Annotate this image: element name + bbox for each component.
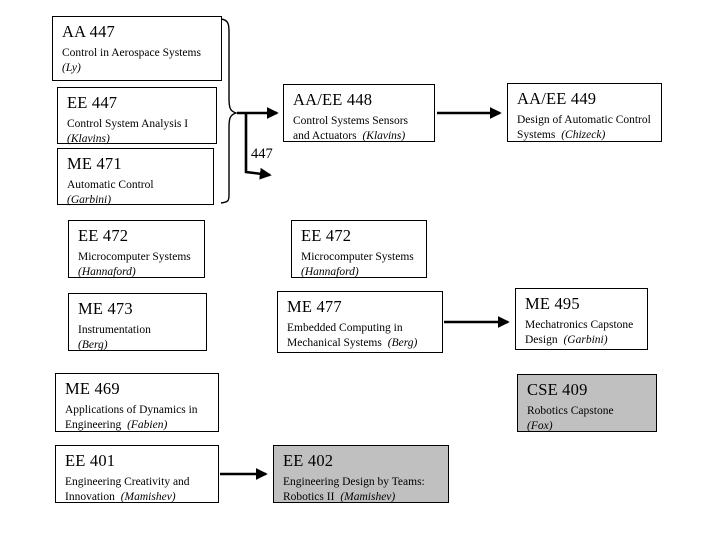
course-box-aaee448: AA/EE 448 Control Systems Sensors and Ac… [283,84,435,142]
course-title: Automatic Control [67,179,154,191]
course-box-ee447: EE 447 Control System Analysis I (Klavin… [57,87,217,145]
course-instructor: (Garbini) [67,193,112,206]
course-title: Control Systems Sensors and Actuators [293,115,409,142]
course-instructor: (Fabien) [127,418,168,431]
course-box-me495: ME 495 Mechatronics Capstone Design (Gar… [515,288,648,350]
course-title: Microcomputer Systems [78,251,191,263]
course-instructor: (Mamishev) [340,490,396,503]
course-code: EE 447 [67,93,118,112]
course-title: Mechatronics Capstone Design [525,319,634,346]
course-title: Embedded Computing in Mechanical Systems [287,322,403,349]
course-box-ee472-left: EE 472 Microcomputer Systems (Hannaford) [68,220,205,278]
course-code: ME 469 [65,379,120,398]
course-code: ME 477 [287,297,342,316]
course-instructor: (Berg) [387,336,418,349]
course-title: Design of Automatic Control Systems [517,114,651,141]
course-title: Microcomputer Systems [301,251,414,263]
course-code: AA/EE 448 [293,90,373,109]
course-title: Engineering Creativity and Innovation [65,476,190,503]
course-code: ME 495 [525,294,580,313]
course-code: EE 472 [301,226,352,245]
course-code: EE 402 [283,451,334,470]
course-instructor: (Klavins) [67,132,110,145]
arrow-447-down-branch [244,113,272,180]
course-box-me477: ME 477 Embedded Computing in Mechanical … [277,291,443,353]
course-title: Engineering Design by Teams: Robotics II [283,476,425,503]
course-box-aaee449: AA/EE 449 Design of Automatic Control Sy… [507,83,662,142]
course-title: Instrumentation [78,324,151,336]
brace-447-group [220,18,239,204]
course-instructor: (Hannaford) [78,265,136,278]
course-title: Control System Analysis I [67,118,189,130]
course-instructor: (Mamishev) [120,490,176,503]
prerequisite-447-label: 447 [251,146,273,162]
course-code: EE 401 [65,451,116,470]
course-box-ee401: EE 401 Engineering Creativity and Innova… [55,445,219,503]
course-code: ME 471 [67,154,122,173]
course-box-me469: ME 469 Applications of Dynamics in Engin… [55,373,219,432]
course-instructor: (Fox) [527,419,553,432]
course-box-cse409: CSE 409 Robotics Capstone (Fox) [517,374,657,432]
course-code: ME 473 [78,299,133,318]
course-title: Applications of Dynamics in Engineering [65,404,198,431]
course-box-me471: ME 471 Automatic Control (Garbini) [57,148,214,206]
course-code: AA 447 [62,22,115,41]
course-code: EE 472 [78,226,129,245]
course-title: Control in Aerospace Systems [62,47,201,59]
course-box-aa447: AA 447 Control in Aerospace Systems (Ly) [52,16,222,81]
course-instructor: (Berg) [78,338,108,351]
course-instructor: (Chizeck) [561,128,606,141]
course-box-ee472-mid: EE 472 Microcomputer Systems (Hannaford) [291,220,427,278]
course-box-me473: ME 473 Instrumentation (Berg) [68,293,207,351]
course-code: AA/EE 449 [517,89,597,108]
course-instructor: (Hannaford) [301,265,359,278]
course-instructor: (Ly) [62,61,81,74]
course-instructor: (Garbini) [563,333,608,346]
course-instructor: (Klavins) [362,129,406,142]
course-box-ee402: EE 402 Engineering Design by Teams: Robo… [273,445,449,503]
course-code: CSE 409 [527,380,588,399]
course-title: Robotics Capstone [527,405,614,417]
